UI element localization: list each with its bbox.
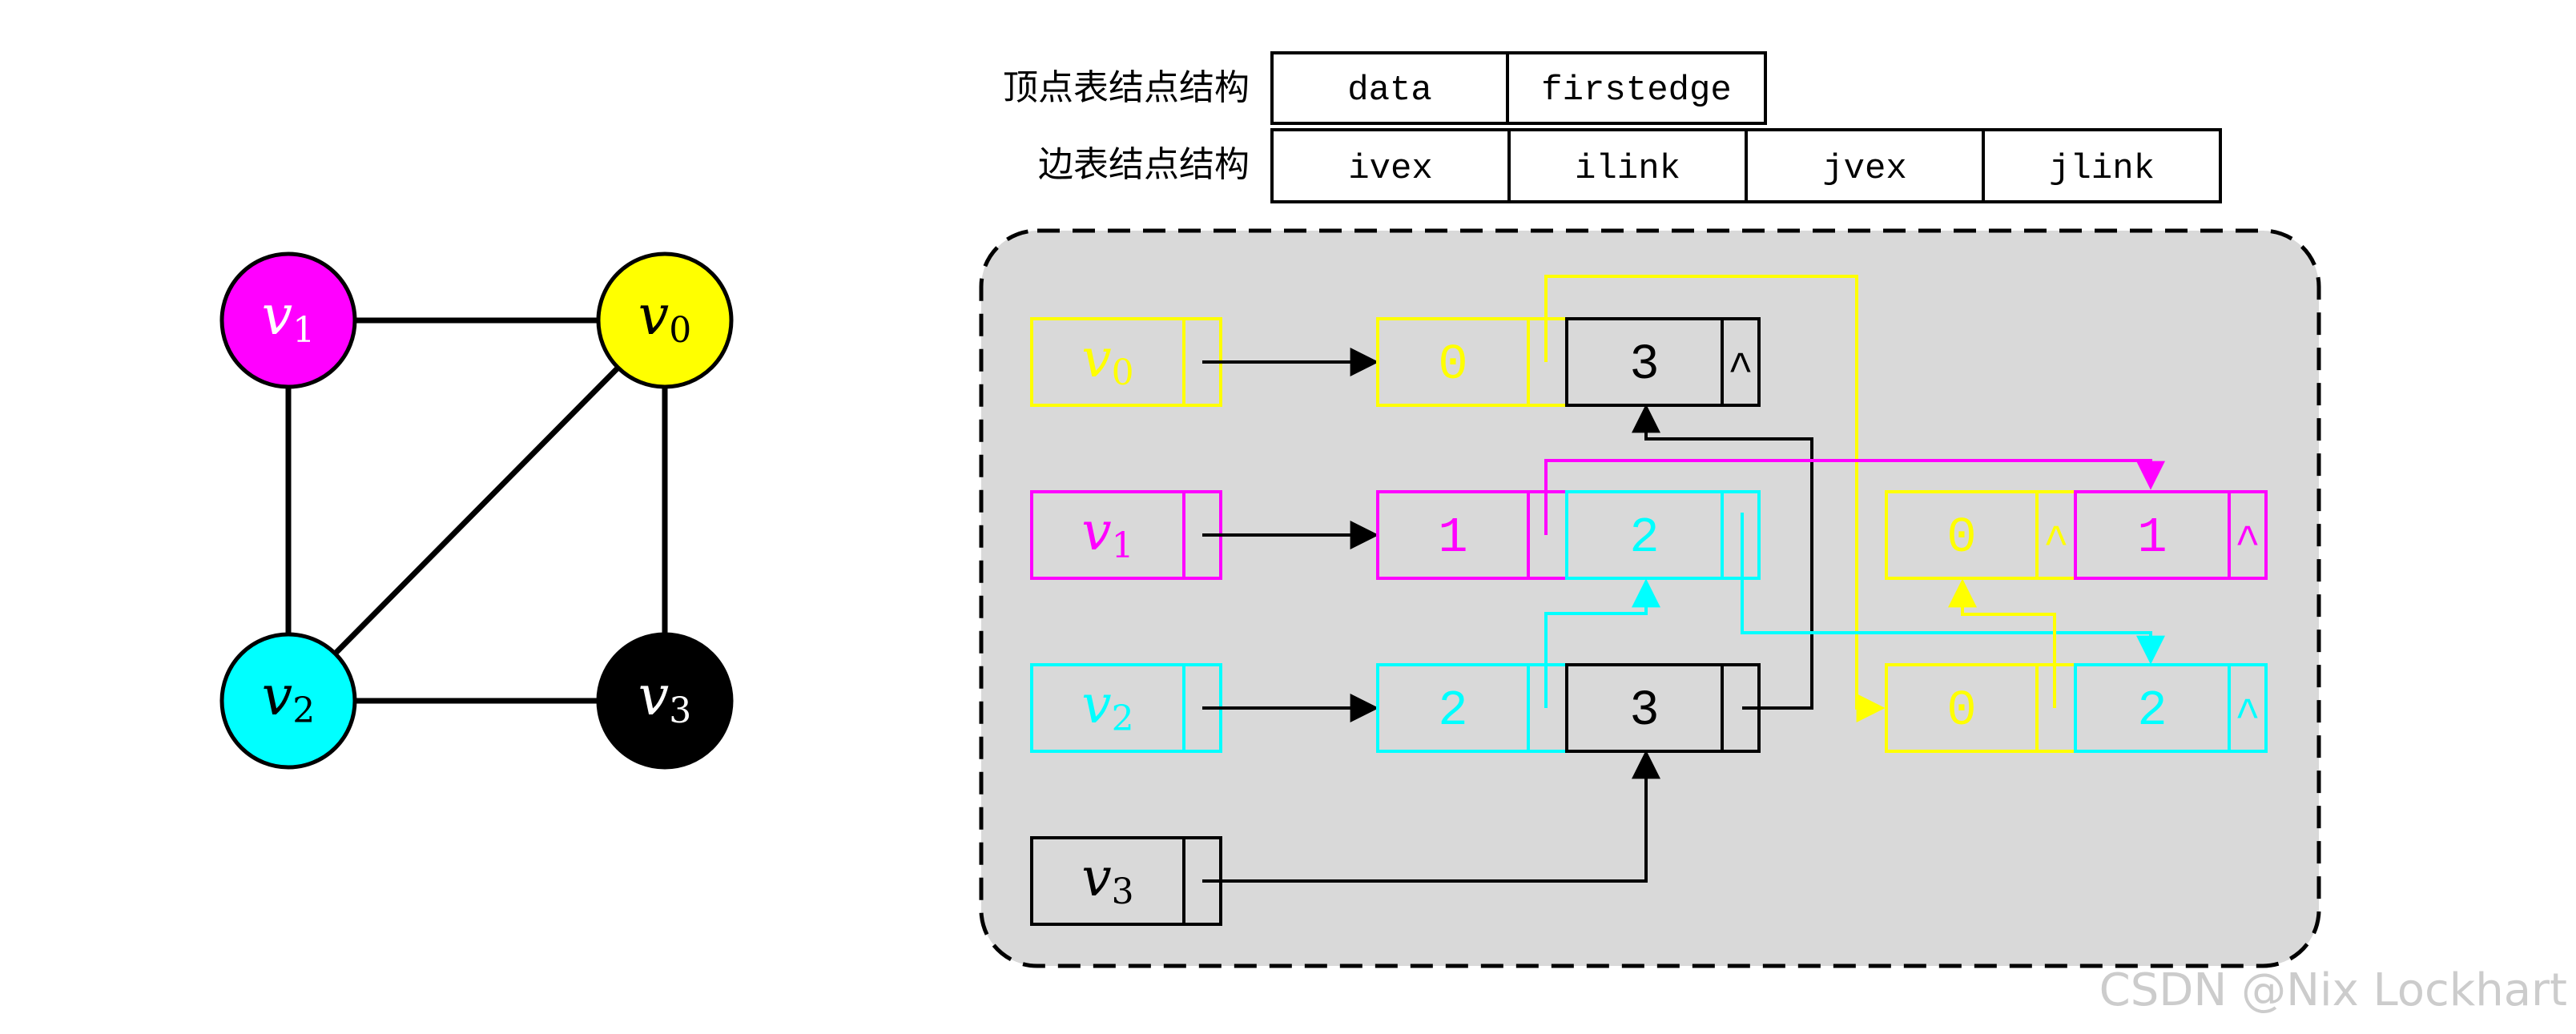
e01-jvex: 1 <box>2137 509 2167 566</box>
firstedge-v3 <box>1202 750 1660 883</box>
link-e00-ilink <box>1544 275 1886 722</box>
e01-ivex: 0 <box>1946 509 1976 566</box>
link-e20-jlink <box>1632 404 1813 710</box>
vertex-v0-sub: 0 <box>669 310 691 351</box>
row-v3-sub: 3 <box>1112 871 1134 912</box>
svg-text:v0: v0 <box>1081 328 1133 393</box>
vertex-v3-sub: 3 <box>669 690 691 731</box>
row-v2-name: v <box>1081 674 1111 735</box>
vertex-row-v2: v2 <box>1030 663 1222 753</box>
vertex-v3-name: v <box>638 665 669 728</box>
edge-node-fields <box>1270 128 2222 203</box>
vertex-v0: v0 <box>596 251 734 389</box>
legend: 顶点表结点结构 data firstedge 边表结点结构 ivex ilink… <box>1003 51 2222 203</box>
vertex-v2: v2 <box>219 632 357 770</box>
e01-jlink-null: ^ <box>2235 519 2260 568</box>
e11-jlink-null: ^ <box>2235 692 2260 741</box>
svg-text:v2: v2 <box>262 665 315 731</box>
edge-node-e01: 0 ^ 1 ^ <box>1885 490 2268 580</box>
e00-ivex: 0 <box>1438 336 1467 393</box>
vertex-v3: v3 <box>596 632 734 770</box>
e20-jvex: 3 <box>1629 682 1659 739</box>
graph: v1 v0 v2 v3 <box>219 251 734 770</box>
e00-jvex: 3 <box>1629 336 1659 393</box>
link-e11-ilink <box>1948 578 2056 708</box>
svg-text:v2: v2 <box>1081 674 1133 739</box>
vertex-v1: v1 <box>219 251 357 389</box>
graph-edges <box>285 317 668 704</box>
svg-text:v0: v0 <box>638 284 691 351</box>
edge-nodes: 0 3 ^ 1 2 2 3 0 ^ <box>1376 317 2268 753</box>
e11-ivex: 0 <box>1946 682 1976 739</box>
field-ivex: ivex <box>1348 149 1433 189</box>
edge-node-label: 边表结点结构 <box>1038 144 1250 185</box>
watermark: CSDN @Nix Lockhart <box>2099 964 2567 1016</box>
vertex-row-v1: v1 <box>1030 490 1222 580</box>
field-data: data <box>1347 70 1432 111</box>
e01-ilink-null: ^ <box>2043 519 2069 568</box>
row-v2-sub: 2 <box>1112 698 1134 739</box>
vertex-v1-sub: 1 <box>292 310 315 351</box>
e00-jlink-null: ^ <box>1728 346 1753 395</box>
svg-text:v1: v1 <box>262 284 315 351</box>
field-firstedge: firstedge <box>1541 70 1732 111</box>
vertex-v2-name: v <box>262 665 292 728</box>
vertex-v0-name: v <box>638 284 669 348</box>
e10-jvex: 2 <box>1629 509 1659 566</box>
e10-ivex: 1 <box>1438 509 1467 566</box>
field-jlink: jlink <box>2049 149 2155 189</box>
row-v0-sub: 0 <box>1112 352 1134 393</box>
field-jvex: jvex <box>1822 149 1907 189</box>
svg-text:v3: v3 <box>638 665 691 731</box>
vertex-v1-name: v <box>262 284 292 348</box>
field-ilink: ilink <box>1575 149 1680 189</box>
row-v1-name: v <box>1081 501 1111 562</box>
link-stubs <box>1544 320 2056 710</box>
edge-v0-v2 <box>286 318 667 703</box>
row-v1-sub: 1 <box>1112 525 1134 566</box>
vertex-node-label: 顶点表结点结构 <box>1003 67 1250 108</box>
svg-text:v3: v3 <box>1081 847 1133 912</box>
vertex-row-v0: v0 <box>1030 317 1222 407</box>
row-v0-name: v <box>1081 328 1111 389</box>
e20-ivex: 2 <box>1438 682 1467 739</box>
row-v3-name: v <box>1081 847 1111 908</box>
e11-jvex: 2 <box>2137 682 2167 739</box>
edge-node-e00: 0 3 ^ <box>1376 317 1761 407</box>
edge-node-e10: 1 2 <box>1376 490 1761 580</box>
svg-text:v1: v1 <box>1081 501 1133 566</box>
vertex-v2-sub: 2 <box>292 690 315 731</box>
link-e20-ilink <box>1544 578 1660 708</box>
vertex-node-fields <box>1270 51 1767 125</box>
vertex-row-v3: v3 <box>1030 836 1222 926</box>
edge-node-e11: 0 2 ^ <box>1885 663 2268 753</box>
edge-node-e20: 2 3 <box>1376 663 1761 753</box>
